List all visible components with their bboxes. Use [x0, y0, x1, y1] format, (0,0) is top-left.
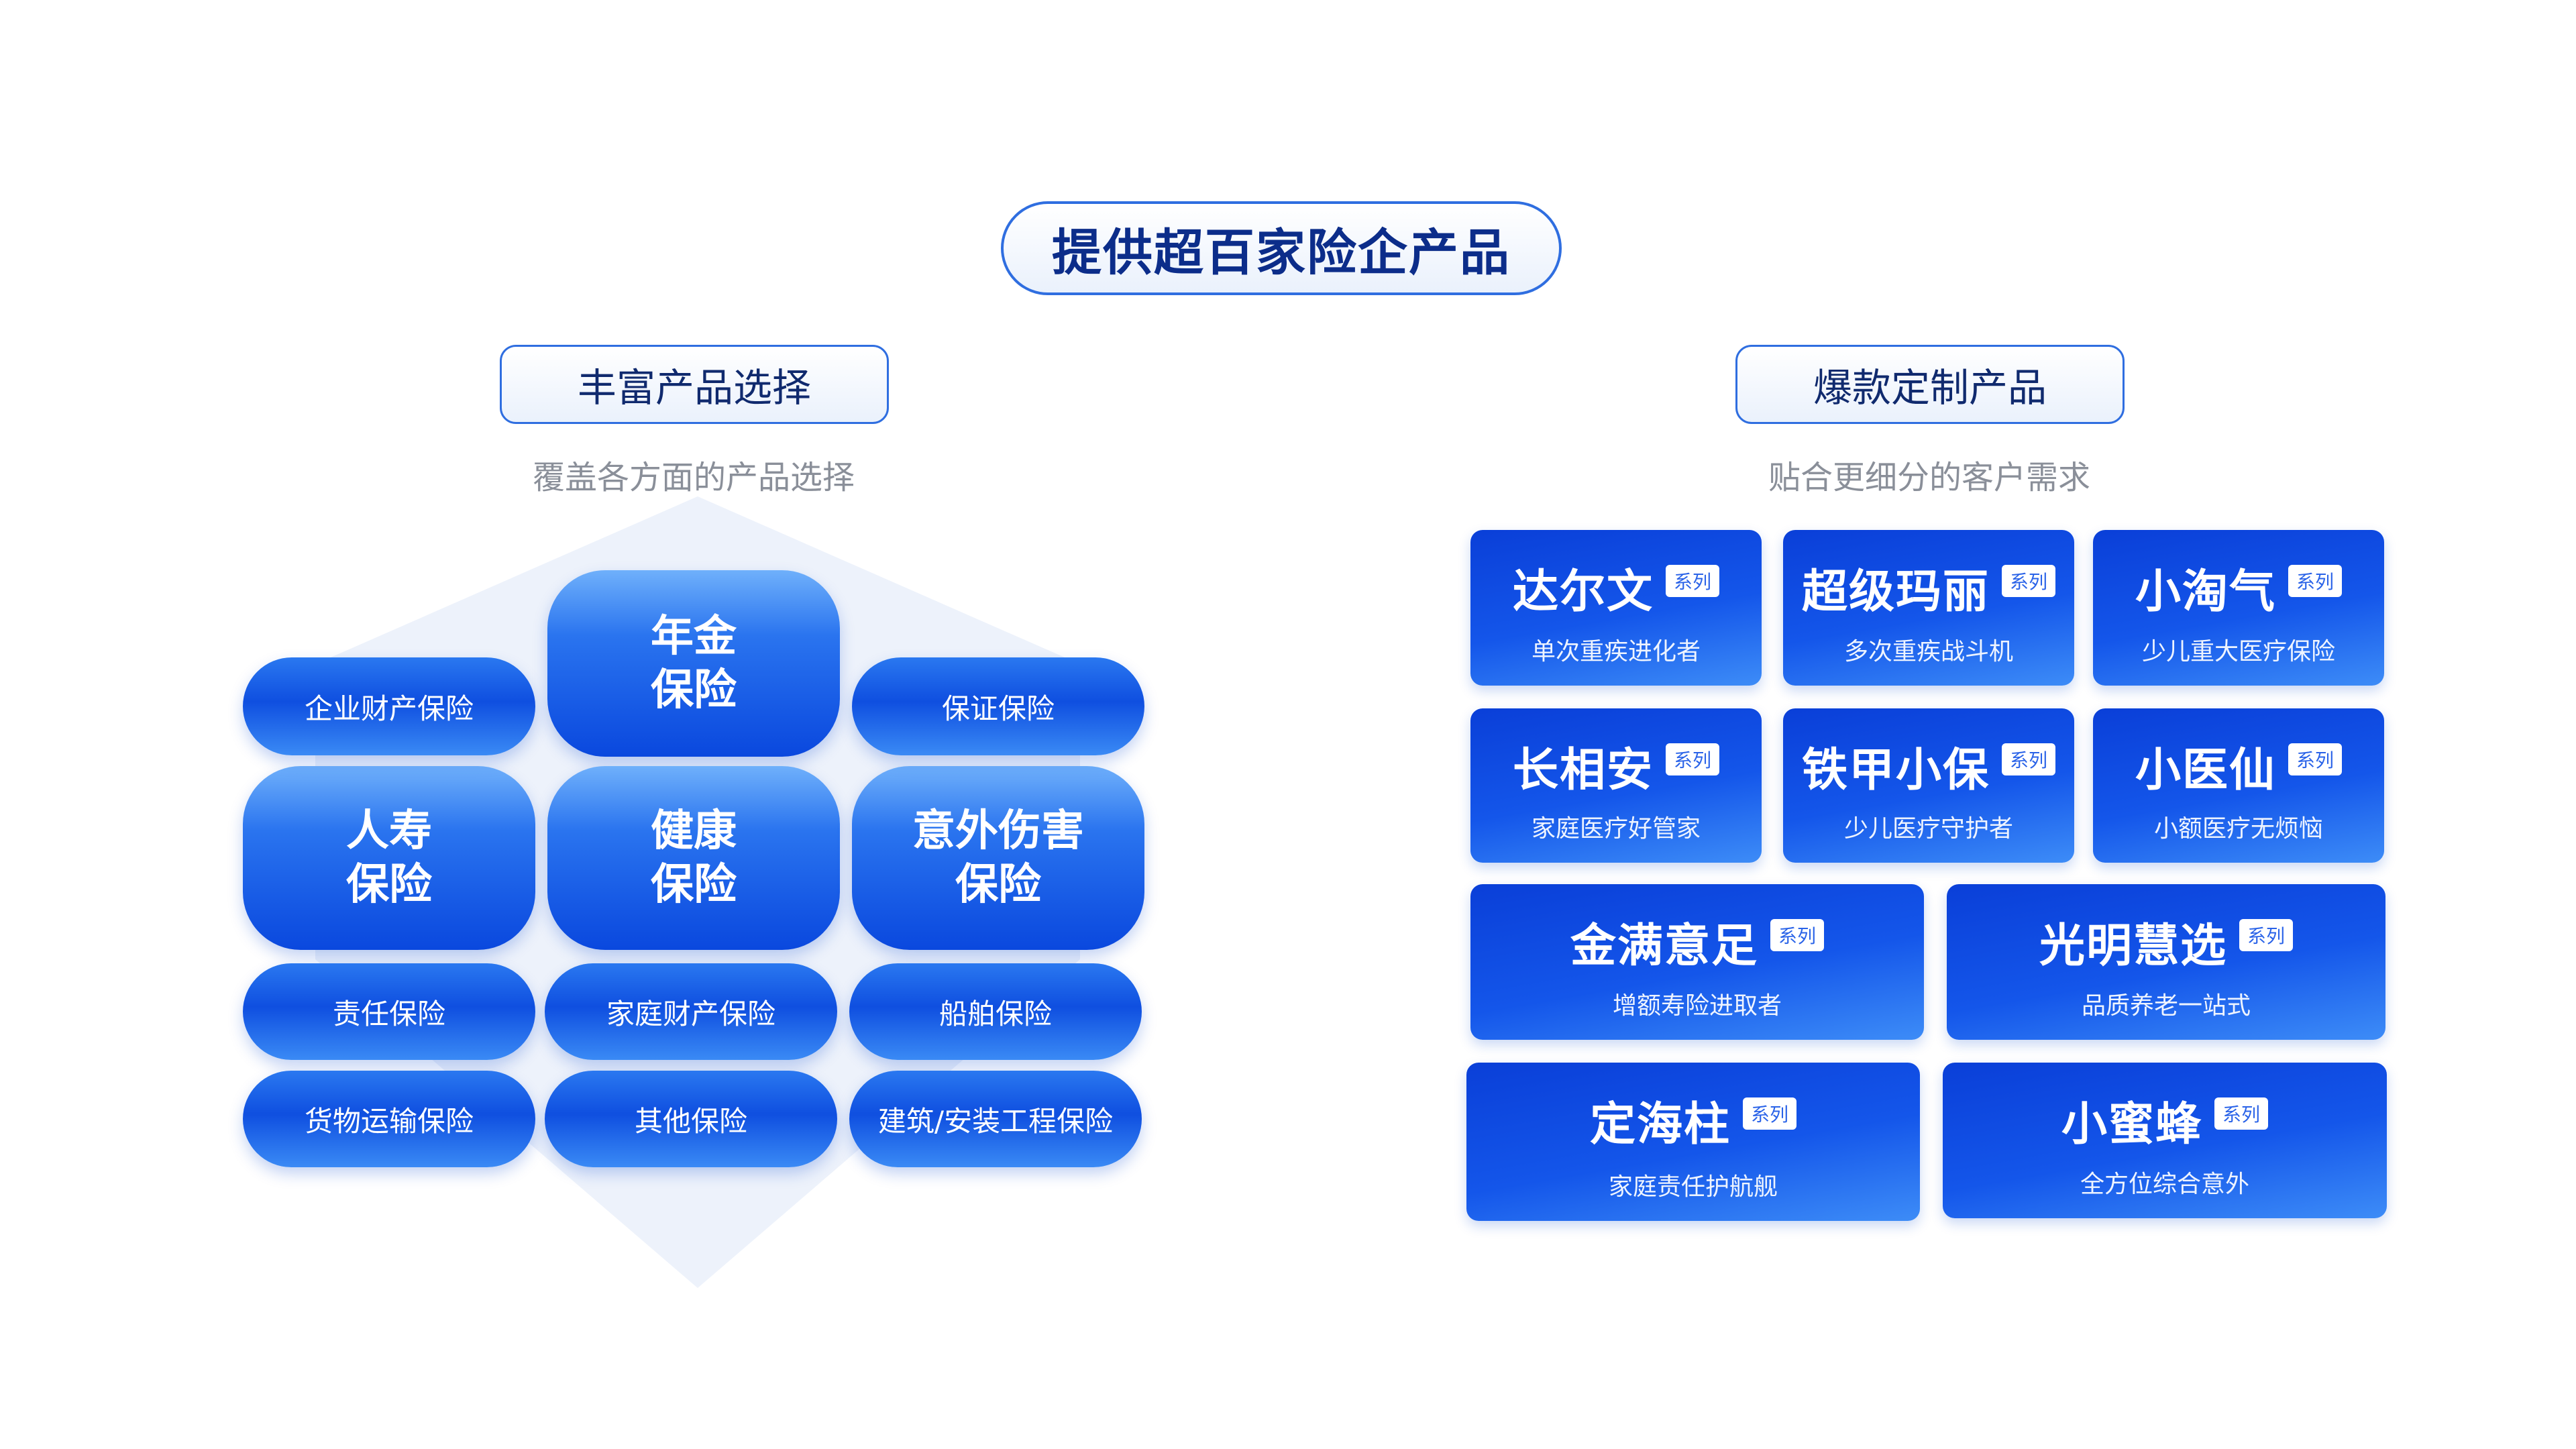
- life-insurance-button[interactable]: 人寿 保险: [243, 766, 535, 950]
- product-card-super-mario[interactable]: 超级玛丽系列 多次重疾战斗机: [1783, 530, 2074, 686]
- product-card-xiaomifeng[interactable]: 小蜜蜂系列 全方位综合意外: [1943, 1063, 2387, 1218]
- series-tag: 系列: [1666, 564, 1720, 597]
- product-card-dinghaizhu[interactable]: 定海柱系列 家庭责任护航舰: [1466, 1063, 1920, 1221]
- accident-label-line2: 保险: [955, 860, 1041, 910]
- card-description: 全方位综合意外: [2080, 1171, 2249, 1198]
- card-description: 单次重疾进化者: [1531, 638, 1701, 665]
- card-brand-name: 长相安: [1512, 744, 1654, 797]
- card-brand-name: 定海柱: [1589, 1098, 1731, 1151]
- series-tag: 系列: [2239, 918, 2294, 951]
- card-description: 品质养老一站式: [2081, 992, 2251, 1020]
- right-section-subtitle: 贴合更细分的客户需求: [1768, 459, 2090, 496]
- other-insurance-button[interactable]: 其他保险: [545, 1071, 837, 1167]
- card-brand-name: 超级玛丽: [1801, 566, 1990, 619]
- enterprise-property-insurance-button[interactable]: 企业财产保险: [243, 657, 535, 755]
- card-brand-name: 小医仙: [2135, 744, 2276, 797]
- series-tag: 系列: [2214, 1097, 2269, 1130]
- liability-insurance-button[interactable]: 责任保险: [243, 963, 535, 1060]
- guarantee-insurance-button[interactable]: 保证保险: [852, 657, 1144, 755]
- product-card-tiejiaxiaobao[interactable]: 铁甲小保系列 少儿医疗守护者: [1783, 708, 2074, 863]
- series-tag: 系列: [1770, 918, 1825, 951]
- card-description: 少儿医疗守护者: [1843, 815, 2013, 843]
- series-tag: 系列: [2002, 564, 2056, 597]
- card-brand-name: 金满意足: [1570, 920, 1758, 973]
- card-brand-name: 小淘气: [2135, 566, 2276, 619]
- home-property-insurance-button[interactable]: 家庭财产保险: [545, 963, 837, 1060]
- life-label-line2: 保险: [346, 860, 432, 910]
- health-label-line2: 保险: [651, 860, 737, 910]
- accident-insurance-button[interactable]: 意外伤害 保险: [852, 766, 1144, 950]
- series-tag: 系列: [2288, 564, 2343, 597]
- series-tag: 系列: [1666, 743, 1720, 775]
- health-insurance-button[interactable]: 健康 保险: [547, 766, 840, 950]
- product-card-guangminghuixuan[interactable]: 光明慧选系列 品质养老一站式: [1947, 884, 2385, 1040]
- health-label-line1: 健康: [651, 806, 737, 856]
- card-brand-name: 铁甲小保: [1801, 744, 1990, 797]
- card-description: 小额医疗无烦恼: [2153, 815, 2323, 843]
- cargo-insurance-button[interactable]: 货物运输保险: [243, 1071, 535, 1167]
- product-card-xiaotaoqi[interactable]: 小淘气系列 少儿重大医疗保险: [2093, 530, 2384, 686]
- card-description: 少儿重大医疗保险: [2141, 638, 2335, 665]
- annuity-label-line2: 保险: [651, 665, 737, 715]
- card-description: 多次重疾战斗机: [1843, 638, 2013, 665]
- series-tag: 系列: [2002, 743, 2056, 775]
- card-brand-name: 达尔文: [1512, 566, 1654, 619]
- product-card-changxiangan[interactable]: 长相安系列 家庭医疗好管家: [1470, 708, 1762, 863]
- product-card-xiaoyixian[interactable]: 小医仙系列 小额医疗无烦恼: [2093, 708, 2384, 863]
- left-section-title: 丰富产品选择: [500, 345, 889, 424]
- product-card-jinmanyizu[interactable]: 金满意足系列 增额寿险进取者: [1470, 884, 1924, 1040]
- product-card-darwin[interactable]: 达尔文系列 单次重疾进化者: [1470, 530, 1762, 686]
- annuity-insurance-button[interactable]: 年金 保险: [547, 570, 840, 757]
- card-brand-name: 光明慧选: [2039, 920, 2227, 973]
- annuity-label-line1: 年金: [651, 612, 737, 661]
- card-description: 增额寿险进取者: [1612, 992, 1782, 1020]
- card-description: 家庭医疗好管家: [1531, 815, 1701, 843]
- series-tag: 系列: [1743, 1097, 1797, 1130]
- accident-label-line1: 意外伤害: [912, 806, 1084, 856]
- series-tag: 系列: [2288, 743, 2343, 775]
- card-brand-name: 小蜜蜂: [2061, 1098, 2202, 1151]
- left-section-subtitle: 覆盖各方面的产品选择: [532, 459, 855, 496]
- construction-insurance-button[interactable]: 建筑/安装工程保险: [849, 1071, 1142, 1167]
- ship-insurance-button[interactable]: 船舶保险: [849, 963, 1142, 1060]
- right-section-title: 爆款定制产品: [1735, 345, 2125, 424]
- card-description: 家庭责任护航舰: [1608, 1173, 1778, 1201]
- life-label-line1: 人寿: [346, 806, 432, 856]
- page-title: 提供超百家险企产品: [1001, 201, 1562, 295]
